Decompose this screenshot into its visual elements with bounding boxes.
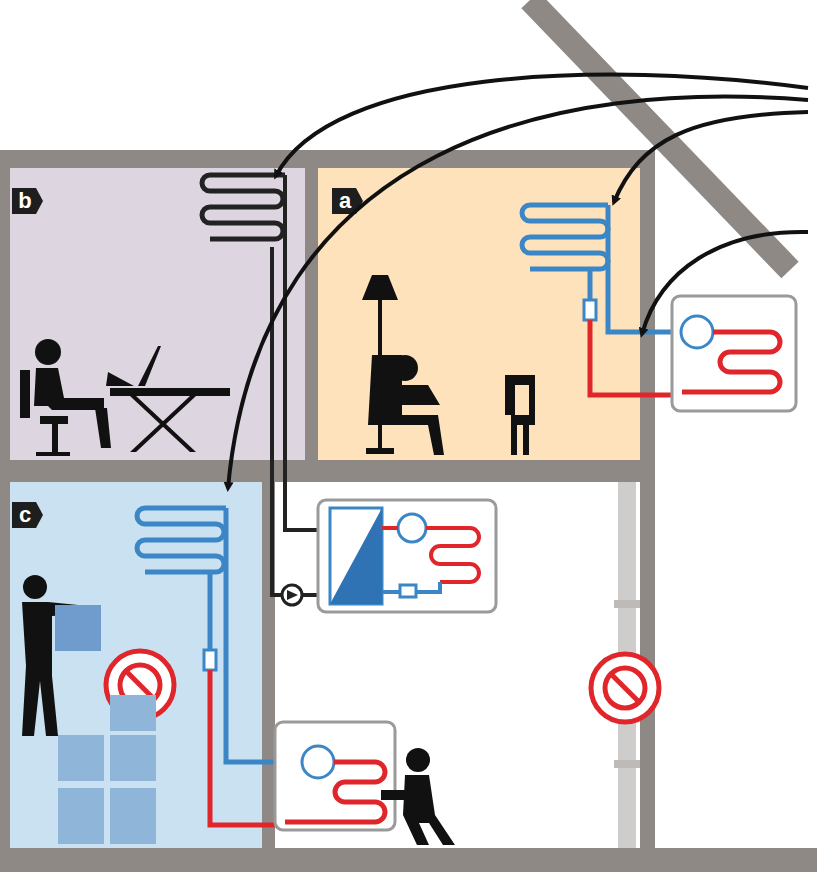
room-b (10, 168, 305, 460)
room-tag (12, 188, 363, 528)
room-letter: a (339, 189, 351, 213)
pointer-arrow (228, 75, 808, 488)
room-letter: c (19, 503, 31, 527)
room-letter: b (18, 189, 31, 213)
heat-pump-c (137, 508, 395, 830)
room-a (318, 168, 640, 460)
roof (530, 0, 790, 270)
figures (20, 275, 535, 845)
walls (0, 150, 817, 872)
boxes (55, 605, 156, 844)
prohibition-sign (106, 651, 659, 722)
